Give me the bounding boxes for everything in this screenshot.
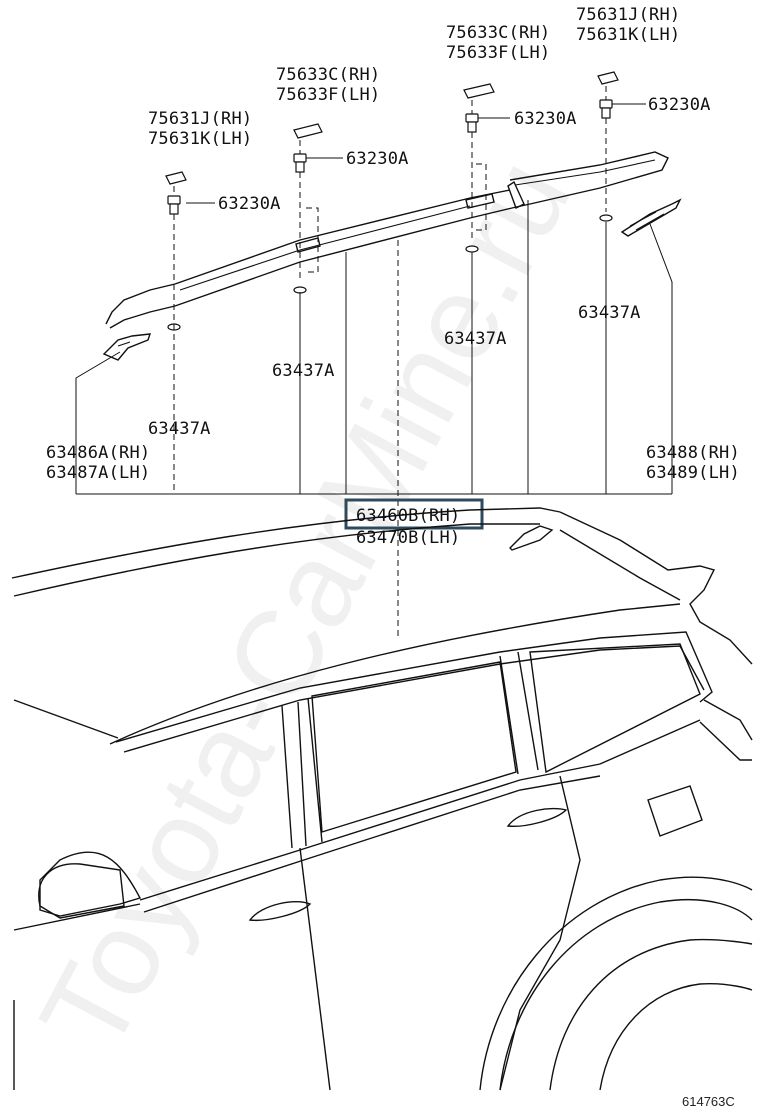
- label-nut-2: 63437A: [272, 361, 335, 381]
- label-rack-rh: 63460B(RH): [356, 506, 460, 526]
- rail-rear-end-cover: [620, 198, 682, 237]
- label-cover-mid-lh: 75633F(LH): [276, 85, 380, 105]
- label-nut-3: 63437A: [444, 329, 507, 349]
- label-nut-1: 63437A: [148, 419, 211, 439]
- watermark: Toyota-CarMine.ru: [15, 138, 597, 1072]
- label-nut-4: 63437A: [578, 303, 641, 323]
- nut-icon: [599, 214, 613, 222]
- cap-right: [597, 71, 619, 85]
- label-cover-mid-rh: 75633C(RH): [276, 65, 380, 85]
- label-end-rear-rh: 63488(RH): [646, 443, 740, 463]
- bolt-icon: [167, 195, 181, 215]
- label-bolt-1: 63230A: [218, 194, 281, 214]
- label-end-rear-lh: 63489(LH): [646, 463, 740, 483]
- label-cap-right-rh: 75631J(RH): [576, 5, 680, 25]
- label-bolt-3: 63230A: [514, 109, 577, 129]
- label-bolt-2: 63230A: [346, 149, 409, 169]
- bolt-icon: [599, 99, 613, 119]
- rail-front-end-cover: [102, 333, 152, 361]
- label-cover-right-lh: 75633F(LH): [446, 43, 550, 63]
- label-cap-left-lh: 75631K(LH): [148, 129, 252, 149]
- diagram-code: 614763C: [682, 1094, 735, 1109]
- label-cap-left-rh: 75631J(RH): [148, 109, 252, 129]
- label-bolt-4: 63230A: [648, 95, 711, 115]
- roof-rail-assembly: [105, 151, 669, 329]
- label-end-front-lh: 63487A(LH): [46, 463, 150, 483]
- nut-icon: [465, 245, 479, 253]
- label-cap-right-lh: 75631K(LH): [576, 25, 680, 45]
- label-cover-right-rh: 75633C(RH): [446, 23, 550, 43]
- cover-right: [463, 83, 495, 99]
- bolt-icon: [293, 153, 307, 173]
- label-end-front-rh: 63486A(RH): [46, 443, 150, 463]
- cap-left: [165, 171, 187, 185]
- label-rack-lh: 63470B(LH): [356, 528, 460, 548]
- cover-mid: [293, 123, 323, 139]
- bolt-icon: [465, 113, 479, 133]
- vehicle-body-outline: [11, 507, 753, 1091]
